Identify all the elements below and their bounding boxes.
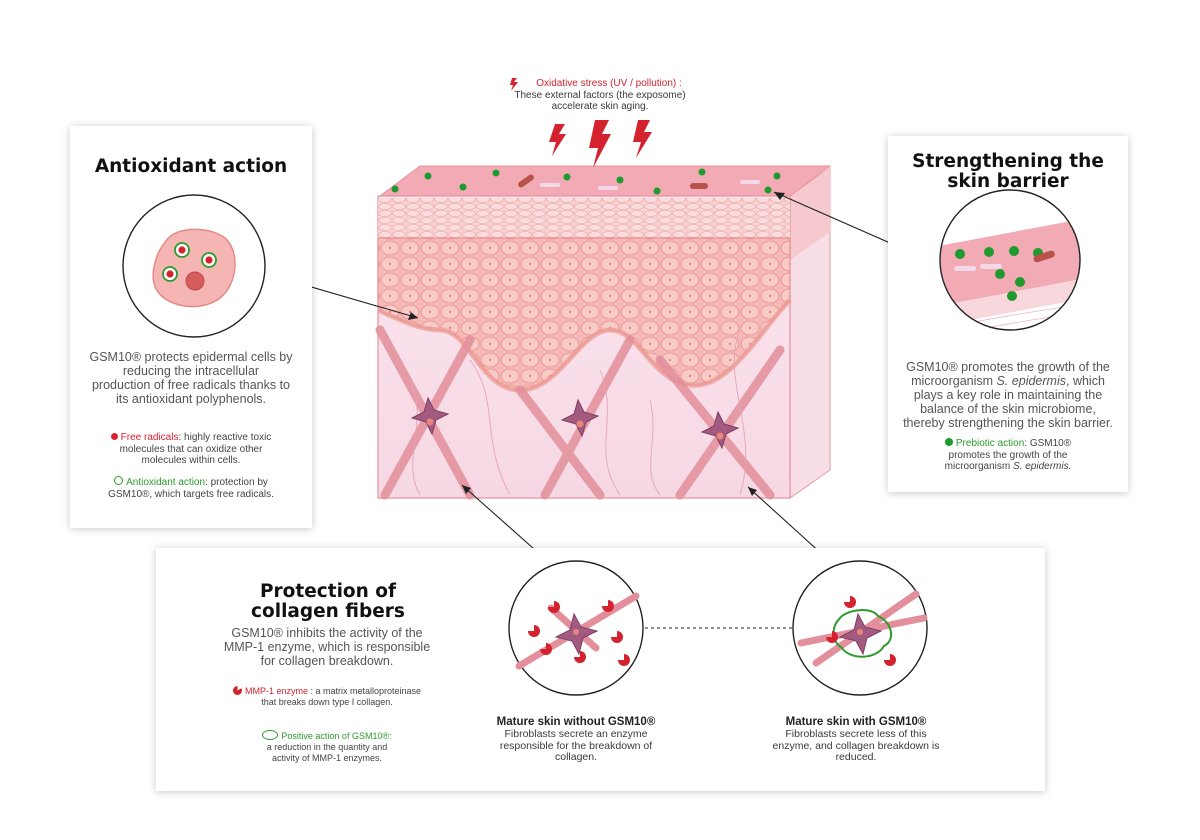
antioxidant-action-legend: Antioxidant action: protection by GSM10®… bbox=[80, 476, 302, 500]
free-radicals-label: Free radicals bbox=[120, 432, 179, 443]
skin-barrier-title: Strengthening the skin barrier bbox=[888, 152, 1128, 192]
skin-barrier-desc-part: , which bbox=[1066, 374, 1105, 388]
skin-barrier-desc-italic: S. epidermis bbox=[996, 374, 1066, 388]
skin-barrier-title-line: skin barrier bbox=[947, 171, 1069, 192]
antioxidant-desc-line: its antioxidant polyphenols. bbox=[115, 392, 267, 406]
skin-barrier-desc-line: plays a key role in maintaining the bbox=[913, 388, 1103, 402]
free-radicals-legend: Free radicals: highly reactive toxic mol… bbox=[80, 432, 302, 467]
with-gsm10-desc: Fibroblasts secrete less of this bbox=[785, 728, 927, 740]
prebiotic-desc: : GSM10® bbox=[1024, 438, 1072, 449]
antioxidant-action-desc: : protection by bbox=[205, 477, 268, 488]
positive-action-legend: Positive action of GSM10®: a reduction i… bbox=[214, 730, 440, 764]
collagen-desc-line: MMP-1 enzyme, which is responsible bbox=[223, 640, 431, 654]
collagen-title-line: collagen fibers bbox=[251, 601, 405, 622]
collagen-desc-line: for collagen breakdown. bbox=[260, 654, 394, 668]
antioxidant-action-desc: GSM10®, which targets free radicals. bbox=[108, 488, 274, 500]
stress-line2: accelerate skin aging. bbox=[551, 101, 649, 112]
skin-barrier-desc-line: balance of the skin microbiome, bbox=[920, 402, 1096, 416]
skin-barrier-desc-line: thereby strengthening the skin barrier. bbox=[903, 416, 1113, 430]
collagen-illustrations bbox=[508, 560, 928, 696]
collagen-title-line: Protection of bbox=[259, 581, 396, 602]
with-gsm10-desc: reduced. bbox=[835, 751, 877, 763]
without-gsm10-desc: collagen. bbox=[554, 751, 598, 763]
without-gsm10-title: Mature skin without GSM10® bbox=[496, 716, 656, 728]
mmp1-desc: that breaks down type I collagen. bbox=[261, 697, 393, 707]
lightning-icons bbox=[510, 78, 652, 168]
skin-barrier-card: Strengthening the skin barrier bbox=[888, 136, 1128, 492]
without-gsm10-desc: responsible for the breakdown of bbox=[499, 739, 653, 752]
green-ring-icon bbox=[114, 476, 124, 485]
collagen-desc-line: GSM10® inhibits the activity of the bbox=[231, 626, 423, 640]
without-gsm10-desc: Fibroblasts secrete an enzyme bbox=[504, 728, 648, 740]
green-dot-icon bbox=[944, 438, 953, 446]
without-gsm10-caption: Mature skin without GSM10® Fibroblasts s… bbox=[476, 716, 676, 764]
green-outline-icon bbox=[262, 730, 279, 740]
skin-barrier-desc: GSM10® promotes the growth of the microo… bbox=[894, 360, 1122, 430]
antioxidant-desc-line: reducing the intracellular bbox=[122, 364, 260, 378]
collagen-card: Protection of collagen fibers GSM10® inh… bbox=[156, 548, 1045, 791]
skin-barrier-illustration bbox=[939, 189, 1081, 331]
red-dot-icon bbox=[110, 433, 118, 440]
collagen-desc: GSM10® inhibits the activity of the MMP-… bbox=[214, 626, 440, 668]
antioxidant-card: Antioxidant action GSM10® protects epide… bbox=[70, 126, 312, 528]
antioxidant-cell-illustration bbox=[122, 194, 266, 338]
stress-title: Oxidative stress (UV / pollution) : bbox=[536, 78, 682, 89]
positive-action-label: Positive action of GSM10®: bbox=[281, 731, 392, 741]
prebiotic-label: Prebiotic action bbox=[955, 438, 1025, 449]
prebiotic-desc: promotes the growth of the bbox=[948, 449, 1068, 461]
prebiotic-legend: Prebiotic action: GSM10® promotes the gr… bbox=[894, 438, 1122, 473]
mmp1-desc: : a matrix metalloproteinase bbox=[307, 686, 422, 696]
antioxidant-desc-line: production of free radicals thanks to bbox=[91, 378, 291, 392]
antioxidant-action-label: Antioxidant action bbox=[126, 477, 206, 488]
prebiotic-desc: microorganism bbox=[944, 461, 1013, 472]
antioxidant-desc-line: GSM10® protects epidermal cells by bbox=[89, 350, 293, 364]
antioxidant-title: Antioxidant action bbox=[94, 156, 288, 177]
pacman-enzyme-icon bbox=[232, 686, 242, 695]
positive-action-desc: activity of MMP-1 enzymes. bbox=[271, 753, 383, 763]
with-gsm10-desc: enzyme, and collagen breakdown is bbox=[772, 739, 940, 752]
positive-action-desc: a reduction in the quantity and bbox=[266, 742, 388, 752]
stress-line1: These external factors (the exposome) bbox=[514, 89, 686, 101]
free-radicals-desc: molecules that can oxidize other bbox=[119, 443, 263, 455]
collagen-title: Protection of collagen fibers bbox=[218, 582, 438, 622]
antioxidant-desc: GSM10® protects epidermal cells by reduc… bbox=[80, 350, 302, 406]
free-radicals-desc: : highly reactive toxic bbox=[178, 432, 272, 443]
with-gsm10-title: Mature skin with GSM10® bbox=[785, 716, 927, 728]
mmp1-label: MMP-1 enzyme bbox=[244, 686, 308, 696]
with-gsm10-caption: Mature skin with GSM10® Fibroblasts secr… bbox=[756, 716, 956, 764]
skin-barrier-desc-line: GSM10® promotes the growth of the bbox=[906, 360, 1110, 374]
free-radicals-desc: molecules within cells. bbox=[141, 455, 241, 466]
skin-barrier-title-line: Strengthening the bbox=[912, 151, 1104, 172]
oxidative-stress-label: Oxidative stress (UV / pollution) : Thes… bbox=[480, 78, 720, 113]
prebiotic-desc-italic: S. epidermis. bbox=[1013, 461, 1072, 472]
mmp1-legend: MMP-1 enzyme : a matrix metalloproteinas… bbox=[214, 686, 440, 708]
skin-barrier-desc-part: microorganism bbox=[911, 374, 997, 388]
